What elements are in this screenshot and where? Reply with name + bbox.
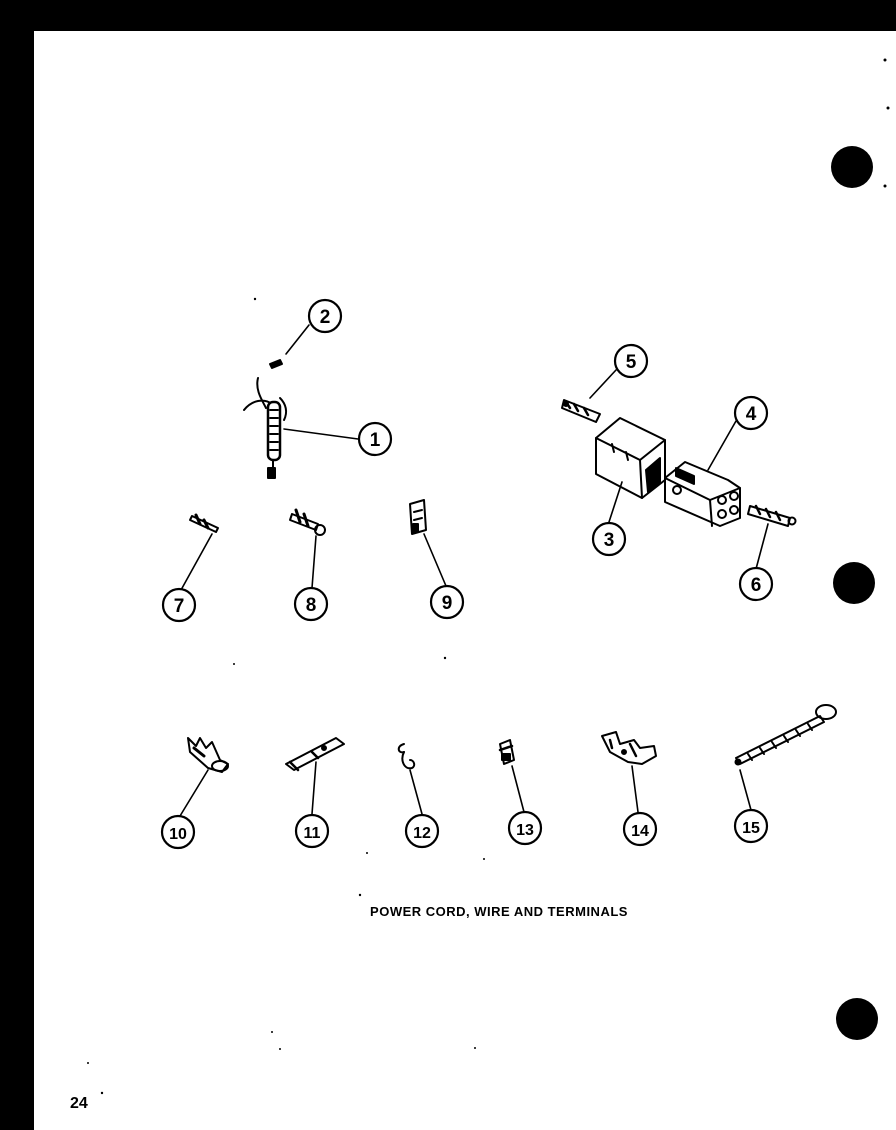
part-3-connector-housing [595, 417, 666, 499]
binder-hole-top [831, 146, 873, 188]
callout-2: 2 [320, 307, 331, 328]
binder-hole-bottom [836, 998, 878, 1040]
parts-sheet: 1 2 3 4 5 6 7 8 9 10 11 12 13 14 15 [34, 31, 896, 1130]
callout-10: 10 [169, 826, 187, 843]
part-6-male-terminal [747, 504, 797, 527]
part-1-power-cord [243, 377, 288, 479]
part-13-connector [498, 739, 515, 765]
callout-5: 5 [626, 352, 637, 373]
callout-6: 6 [751, 575, 762, 596]
binder-hole-middle [833, 562, 875, 604]
callout-8: 8 [306, 595, 317, 616]
leader-lines [179, 324, 769, 817]
callout-7: 7 [174, 596, 185, 617]
part-7-terminal [189, 513, 219, 533]
callout-12: 12 [413, 825, 431, 842]
part-14-mounting-bracket [601, 731, 657, 765]
part-4-connector-receptacle [664, 461, 741, 527]
part-8-terminal [289, 508, 326, 536]
page-number: 24 [70, 1095, 88, 1112]
callout-9: 9 [442, 593, 453, 614]
callout-15: 15 [742, 820, 760, 837]
callout-circles [160, 298, 774, 850]
scan-specks [87, 58, 890, 1095]
diagram-title: POWER CORD, WIRE AND TERMINALS [370, 904, 628, 919]
parts-diagram: 1 2 3 4 5 6 7 8 9 10 11 12 13 14 15 [87, 58, 890, 1095]
callout-13: 13 [516, 822, 534, 839]
callout-3: 3 [604, 530, 615, 551]
part-5-female-terminal [561, 399, 601, 423]
callout-4: 4 [746, 404, 757, 425]
callout-11: 11 [304, 825, 321, 842]
callout-14: 14 [631, 823, 649, 840]
part-11-splice-terminal [285, 737, 345, 772]
callout-1: 1 [370, 430, 381, 451]
part-15-cable-tie [734, 704, 837, 766]
part-10-ring-terminal [187, 737, 229, 773]
part-9-terminal-block [409, 499, 427, 535]
part-12-wire-clip [397, 743, 416, 770]
part-2-terminal [269, 359, 283, 369]
